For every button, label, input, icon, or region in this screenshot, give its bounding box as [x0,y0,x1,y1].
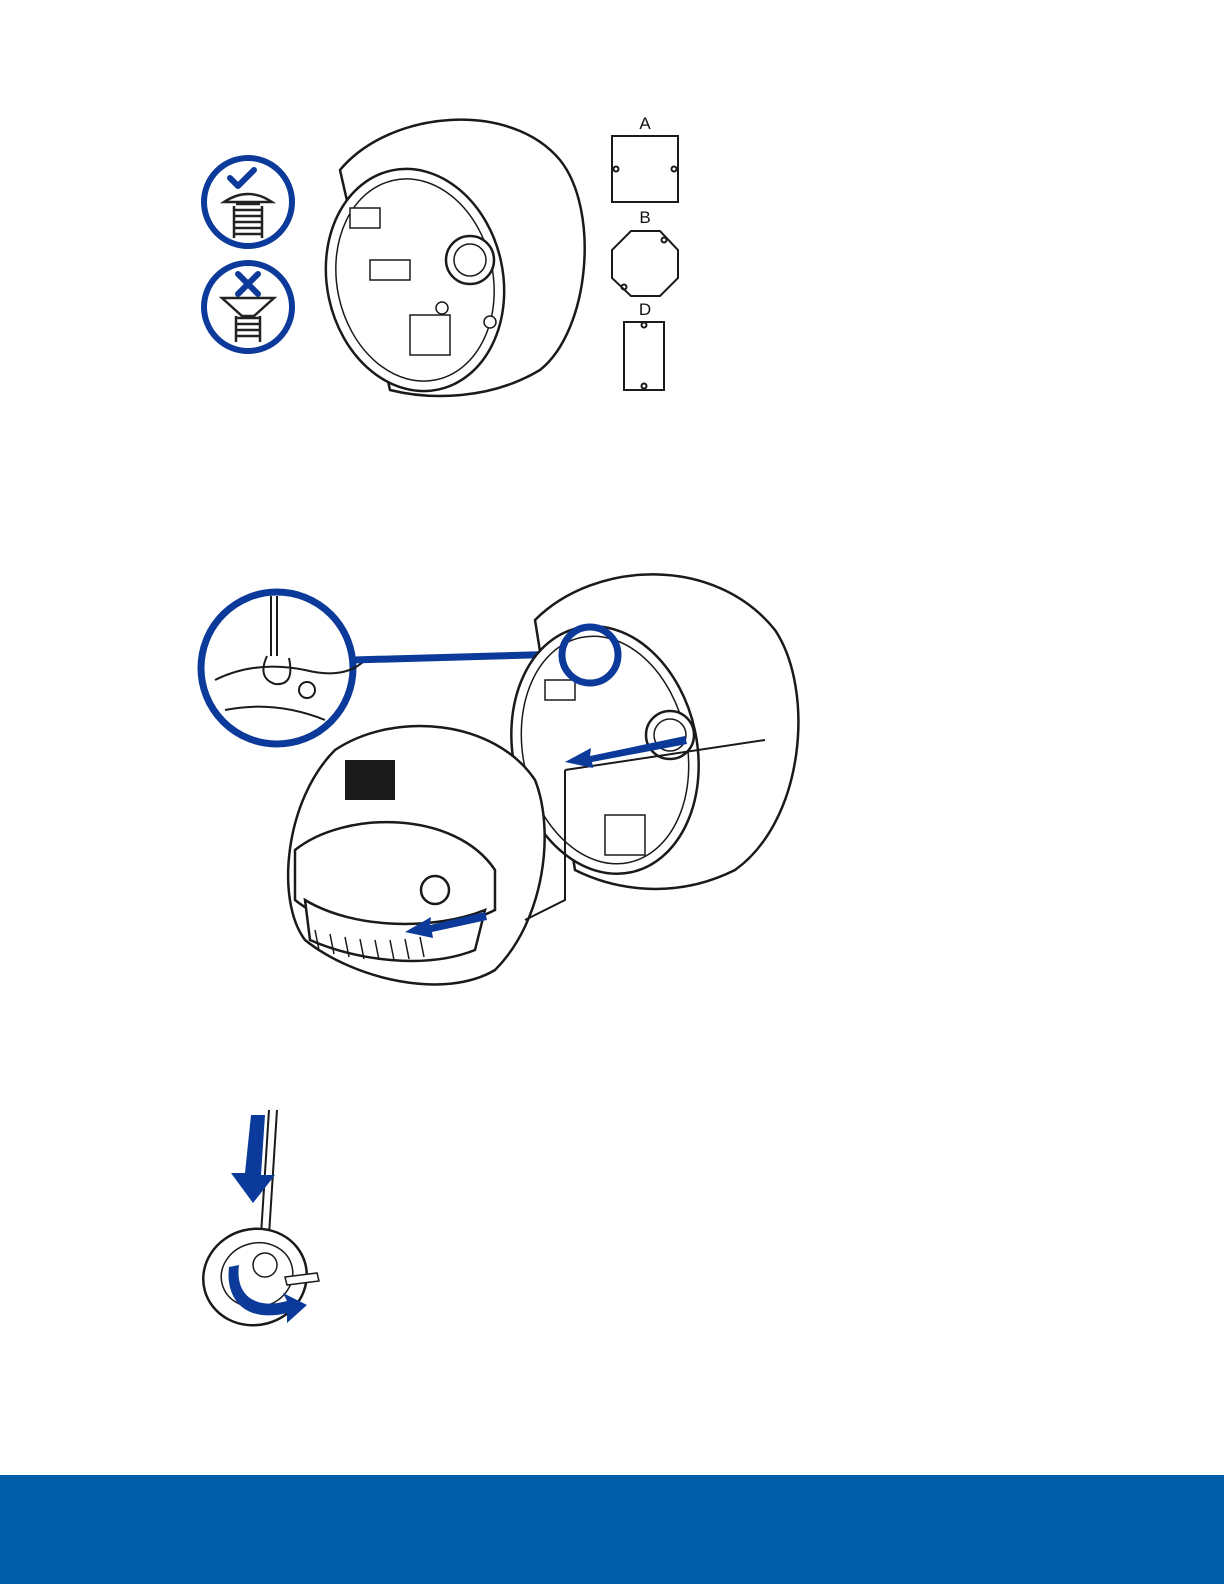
screw-correct-icon [204,158,292,246]
box-a-label: A [630,114,660,134]
box-b-label: B [630,208,660,228]
figure-3-drawing [195,1105,335,1335]
figure-1-drawing [190,100,710,410]
figure-3-insert-and-turn [195,1105,335,1335]
figure-2-drawing [195,560,815,1000]
footer-band [0,1475,1224,1584]
mount-adapter-drawing [306,120,585,408]
box-a-square-shape [612,136,678,202]
box-d-label: D [630,300,660,320]
box-d-rectangle-shape [624,322,664,390]
box-b-octagon-shape [612,231,678,296]
camera-body-drawing [288,726,545,984]
tether-detail-circle [201,592,365,744]
screw-wrong-icon [204,263,292,351]
figure-2-tether-cable [195,560,815,1000]
figure-1-mount-options: A B D [190,100,710,410]
tether-anchor-disk [192,1217,319,1337]
